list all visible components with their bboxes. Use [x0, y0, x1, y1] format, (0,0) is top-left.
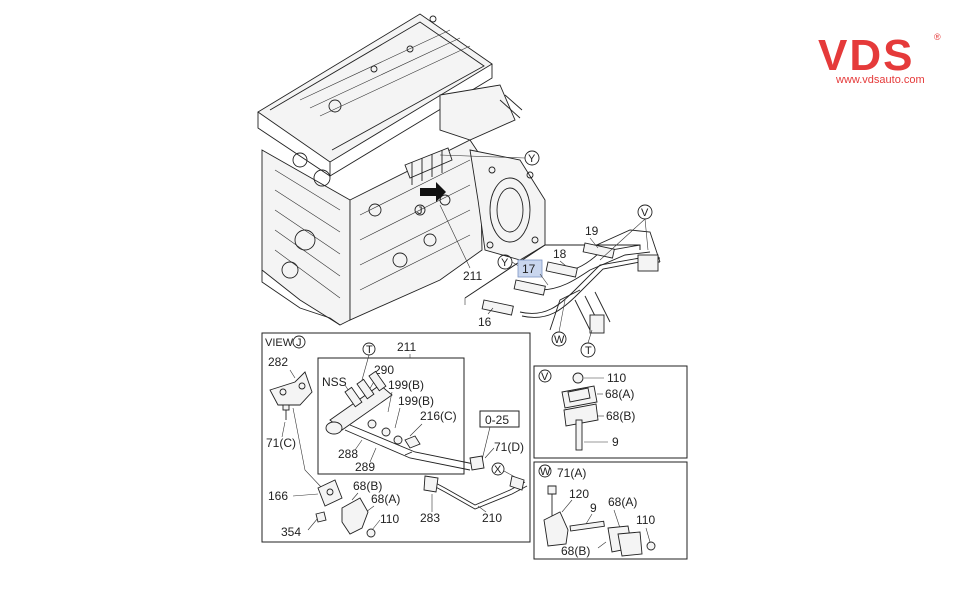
dw-label-110: 110	[636, 513, 655, 527]
view-j-panel: VIEW J 211 T 282 290 NSS 199(B) 199(B) 2…	[261, 332, 531, 543]
dv-circle-v: V	[541, 371, 549, 383]
vj-label-289: 289	[355, 460, 375, 474]
vj-label-282: 282	[268, 355, 288, 369]
label-19: 19	[585, 224, 599, 238]
vj-label-68a: 68(A)	[371, 492, 400, 506]
vj-label-166: 166	[268, 489, 288, 503]
label-17[interactable]: 17	[522, 262, 536, 276]
vj-label-71c: 71(C)	[266, 436, 296, 450]
callout-y-top: Y	[528, 153, 536, 165]
engine-block: J Y 211	[257, 13, 546, 326]
dv-label-9: 9	[612, 435, 619, 449]
vj-label-199b-1: 199(B)	[388, 378, 424, 392]
vds-logo[interactable]: VDS ®	[812, 28, 946, 92]
dw-circle-w: W	[540, 466, 551, 478]
dw-label-68b: 68(B)	[561, 544, 590, 558]
callout-y-pipe: Y	[501, 257, 509, 269]
label-16: 16	[478, 315, 492, 329]
injection-pipes: 19 V 18 Y 17 16 W T	[464, 204, 661, 358]
vj-label-211: 211	[397, 340, 416, 354]
vj-label-0-25: 0-25	[485, 413, 509, 427]
vj-label-110: 110	[380, 512, 399, 526]
vj-label-288: 288	[338, 447, 358, 461]
dv-label-68a: 68(A)	[605, 387, 634, 401]
detail-w-panel: W 71(A) 120 9 68(A) 110 68(B)	[533, 461, 688, 560]
vj-label-nss: NSS	[322, 375, 347, 389]
highlight-17[interactable]	[517, 259, 543, 278]
callout-w-pipe: W	[554, 334, 565, 346]
dw-label-120: 120	[569, 487, 589, 501]
logo-registered-mark: ®	[934, 32, 941, 42]
callout-j-engine: J	[417, 205, 423, 217]
dv-label-68b: 68(B)	[606, 409, 635, 423]
callout-t-pipe: T	[585, 345, 592, 357]
view-j-circle: J	[296, 337, 302, 349]
dv-label-110: 110	[607, 371, 626, 385]
vj-label-290: 290	[374, 363, 394, 377]
detail-v-panel: V 110 68(A) 68(B) 9	[533, 365, 688, 459]
vj-label-354: 354	[281, 525, 301, 539]
vj-label-71d: 71(D)	[494, 440, 524, 454]
label-18: 18	[553, 247, 567, 261]
logo-text: VDS	[818, 31, 914, 80]
vj-label-283: 283	[420, 511, 440, 525]
dw-label-71a: 71(A)	[557, 466, 586, 480]
vj-label-68b: 68(B)	[353, 479, 382, 493]
callout-v-top: V	[641, 207, 649, 219]
vj-circle-t: T	[366, 344, 373, 356]
vj-label-216c: 216(C)	[420, 409, 457, 423]
label-211-top: 211	[463, 269, 482, 283]
dw-label-9: 9	[590, 501, 597, 515]
brand-url[interactable]: www.vdsauto.com	[836, 74, 925, 86]
vj-label-210: 210	[482, 511, 502, 525]
view-j-label: VIEW	[265, 337, 294, 349]
vj-circle-x: X	[494, 464, 502, 476]
vj-label-199b-2: 199(B)	[398, 394, 434, 408]
dw-label-68a: 68(A)	[608, 495, 637, 509]
